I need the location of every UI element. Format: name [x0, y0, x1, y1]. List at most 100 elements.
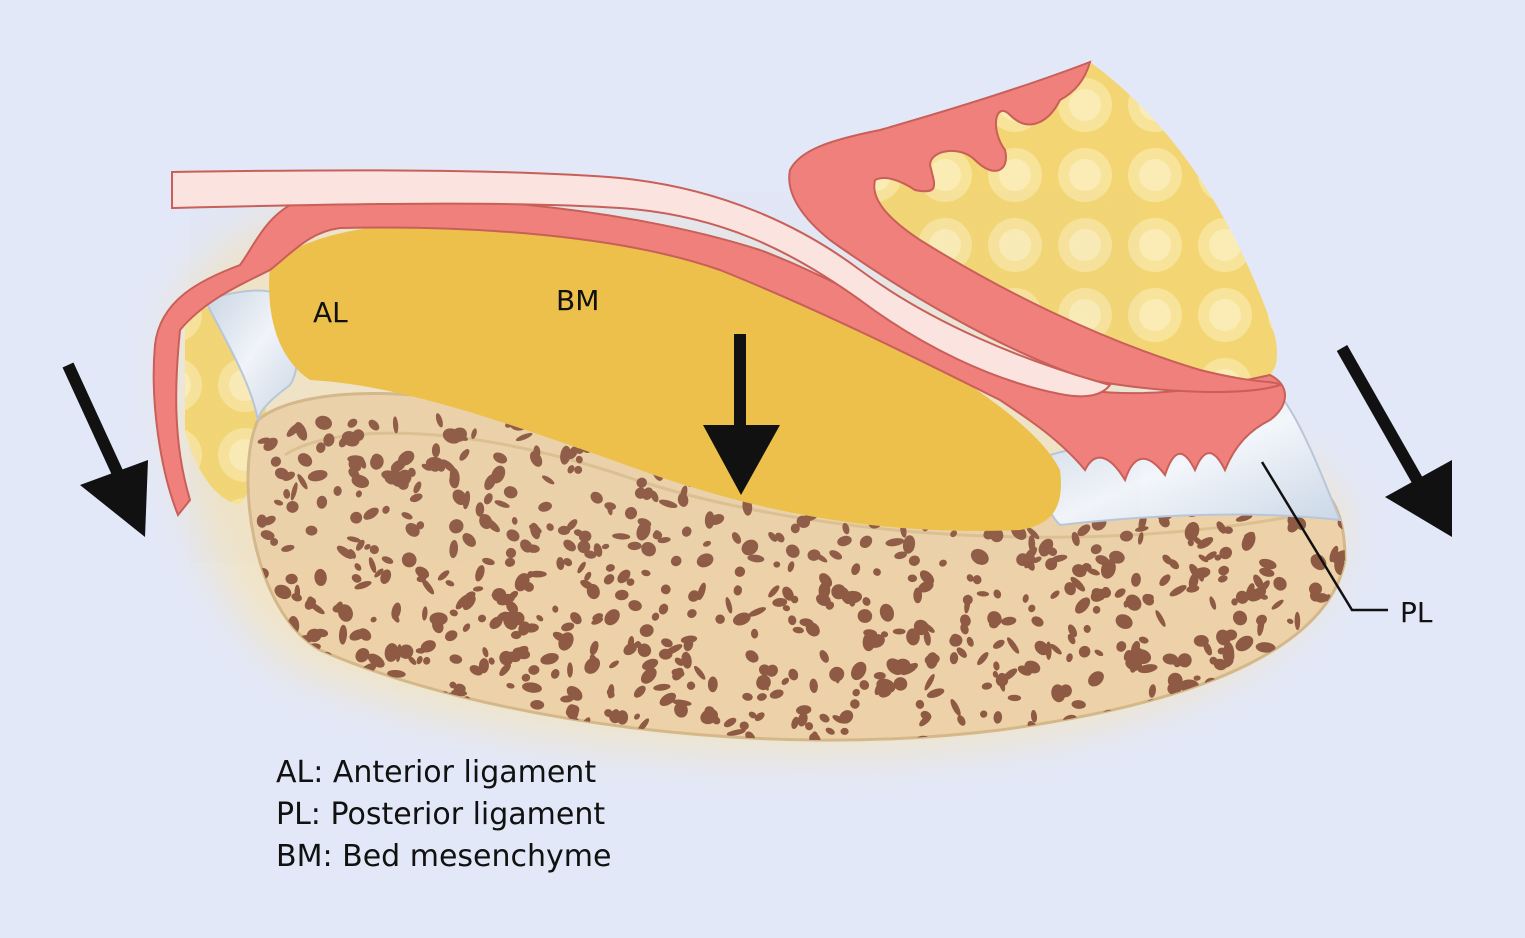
bone-pore: [1022, 594, 1029, 603]
bone-pore: [338, 624, 348, 645]
bone-pore: [307, 470, 328, 482]
legend-item-al: AL: Anterior ligament: [276, 755, 597, 790]
bone-pore: [1287, 721, 1298, 733]
bone-pore: [413, 481, 422, 494]
bone-pore: [739, 721, 749, 731]
bone-pore: [604, 502, 617, 510]
bone-pore: [367, 653, 385, 668]
bone-pore: [315, 415, 332, 430]
bone-pore: [1326, 440, 1337, 452]
bone-pore: [286, 500, 299, 513]
bone-pore: [768, 585, 780, 598]
bone-pore: [351, 574, 362, 583]
bone-pore: [628, 600, 642, 612]
bone-pore: [956, 647, 967, 658]
bone-pore: [750, 628, 759, 639]
bone-pore: [641, 542, 656, 557]
bone-pore: [949, 652, 959, 665]
bone-pore: [451, 427, 467, 442]
bone-pore: [733, 585, 743, 596]
bone-pore: [1030, 709, 1038, 723]
bone-pore: [290, 482, 298, 501]
bone-pore: [306, 596, 315, 607]
bone-pore: [1187, 539, 1194, 547]
bone-pore: [1094, 649, 1104, 657]
bone-pore: [521, 673, 531, 682]
bone-pore: [1344, 421, 1345, 428]
bone-pore: [658, 603, 669, 615]
bone-pore: [1090, 544, 1102, 555]
bone-pore: [363, 507, 379, 520]
bone-pore: [868, 634, 885, 648]
bone-pore: [769, 689, 784, 699]
bone-pore: [754, 712, 765, 722]
bone-pore: [733, 612, 751, 626]
bone-pore: [1017, 665, 1032, 676]
bone-pore: [1193, 675, 1201, 681]
bone-pore: [488, 657, 495, 665]
bone-pore: [528, 665, 540, 675]
bone-pore: [563, 557, 573, 567]
bone-pore: [1045, 641, 1052, 660]
bone-pore: [658, 648, 673, 660]
bone-pore: [309, 689, 320, 701]
bone-pore: [950, 530, 957, 538]
bone-pore: [305, 525, 318, 536]
bone-pore: [609, 710, 622, 724]
bone-pore: [1105, 723, 1118, 737]
bone-pore: [1333, 638, 1343, 655]
bone-pore: [295, 707, 316, 715]
bone-pore: [1296, 694, 1310, 708]
bone-pore: [382, 505, 390, 514]
bone-pore: [449, 519, 464, 534]
bone-pore: [768, 531, 778, 542]
bone-pore: [288, 684, 299, 696]
bone-pore: [371, 719, 381, 727]
bone-pore: [1217, 575, 1228, 583]
bone-pore: [1334, 592, 1345, 605]
bone-pore: [879, 603, 894, 622]
bone-pore: [601, 543, 610, 550]
bone-pore: [623, 642, 637, 656]
bone-pore: [560, 445, 571, 465]
bone-pore: [328, 732, 336, 740]
bone-pore: [1189, 563, 1201, 579]
bone-pore: [972, 575, 982, 585]
bone-pore: [455, 594, 469, 610]
bone-pore: [459, 449, 470, 461]
bone-pore: [915, 699, 925, 709]
bone-pore: [607, 684, 615, 699]
bone-pore: [577, 540, 591, 554]
bone-pore: [584, 657, 601, 674]
bone-pore: [1331, 641, 1345, 650]
bone-pore: [1138, 636, 1149, 644]
bone-pore: [499, 663, 511, 676]
bone-pore: [505, 547, 517, 559]
bone-pore: [349, 629, 366, 641]
bone-pore: [590, 491, 603, 504]
bone-pore: [449, 681, 457, 689]
bone-pore: [1083, 624, 1091, 633]
bone-pore: [374, 568, 384, 578]
bone-pore: [900, 662, 918, 676]
bone-pore: [1113, 733, 1124, 741]
bone-pore: [1024, 556, 1036, 569]
bone-pore: [385, 719, 395, 734]
bone-pore: [381, 556, 394, 564]
bone-pore: [462, 595, 476, 611]
bone-pore: [859, 680, 870, 690]
bone-pore: [636, 477, 647, 488]
bone-pore: [1326, 607, 1342, 622]
bone-pore: [775, 532, 785, 543]
bone-pore: [347, 455, 364, 463]
bone-pore: [766, 664, 778, 677]
bone-pore: [1273, 576, 1287, 591]
bone-pore: [283, 489, 291, 499]
bone-pore: [471, 428, 477, 440]
bone-pore: [681, 526, 692, 537]
bone-pore: [962, 594, 973, 605]
bone-pore: [317, 576, 324, 585]
label-al: AL: [313, 296, 348, 329]
bone-pore: [469, 665, 483, 676]
bone-pore: [686, 681, 696, 690]
